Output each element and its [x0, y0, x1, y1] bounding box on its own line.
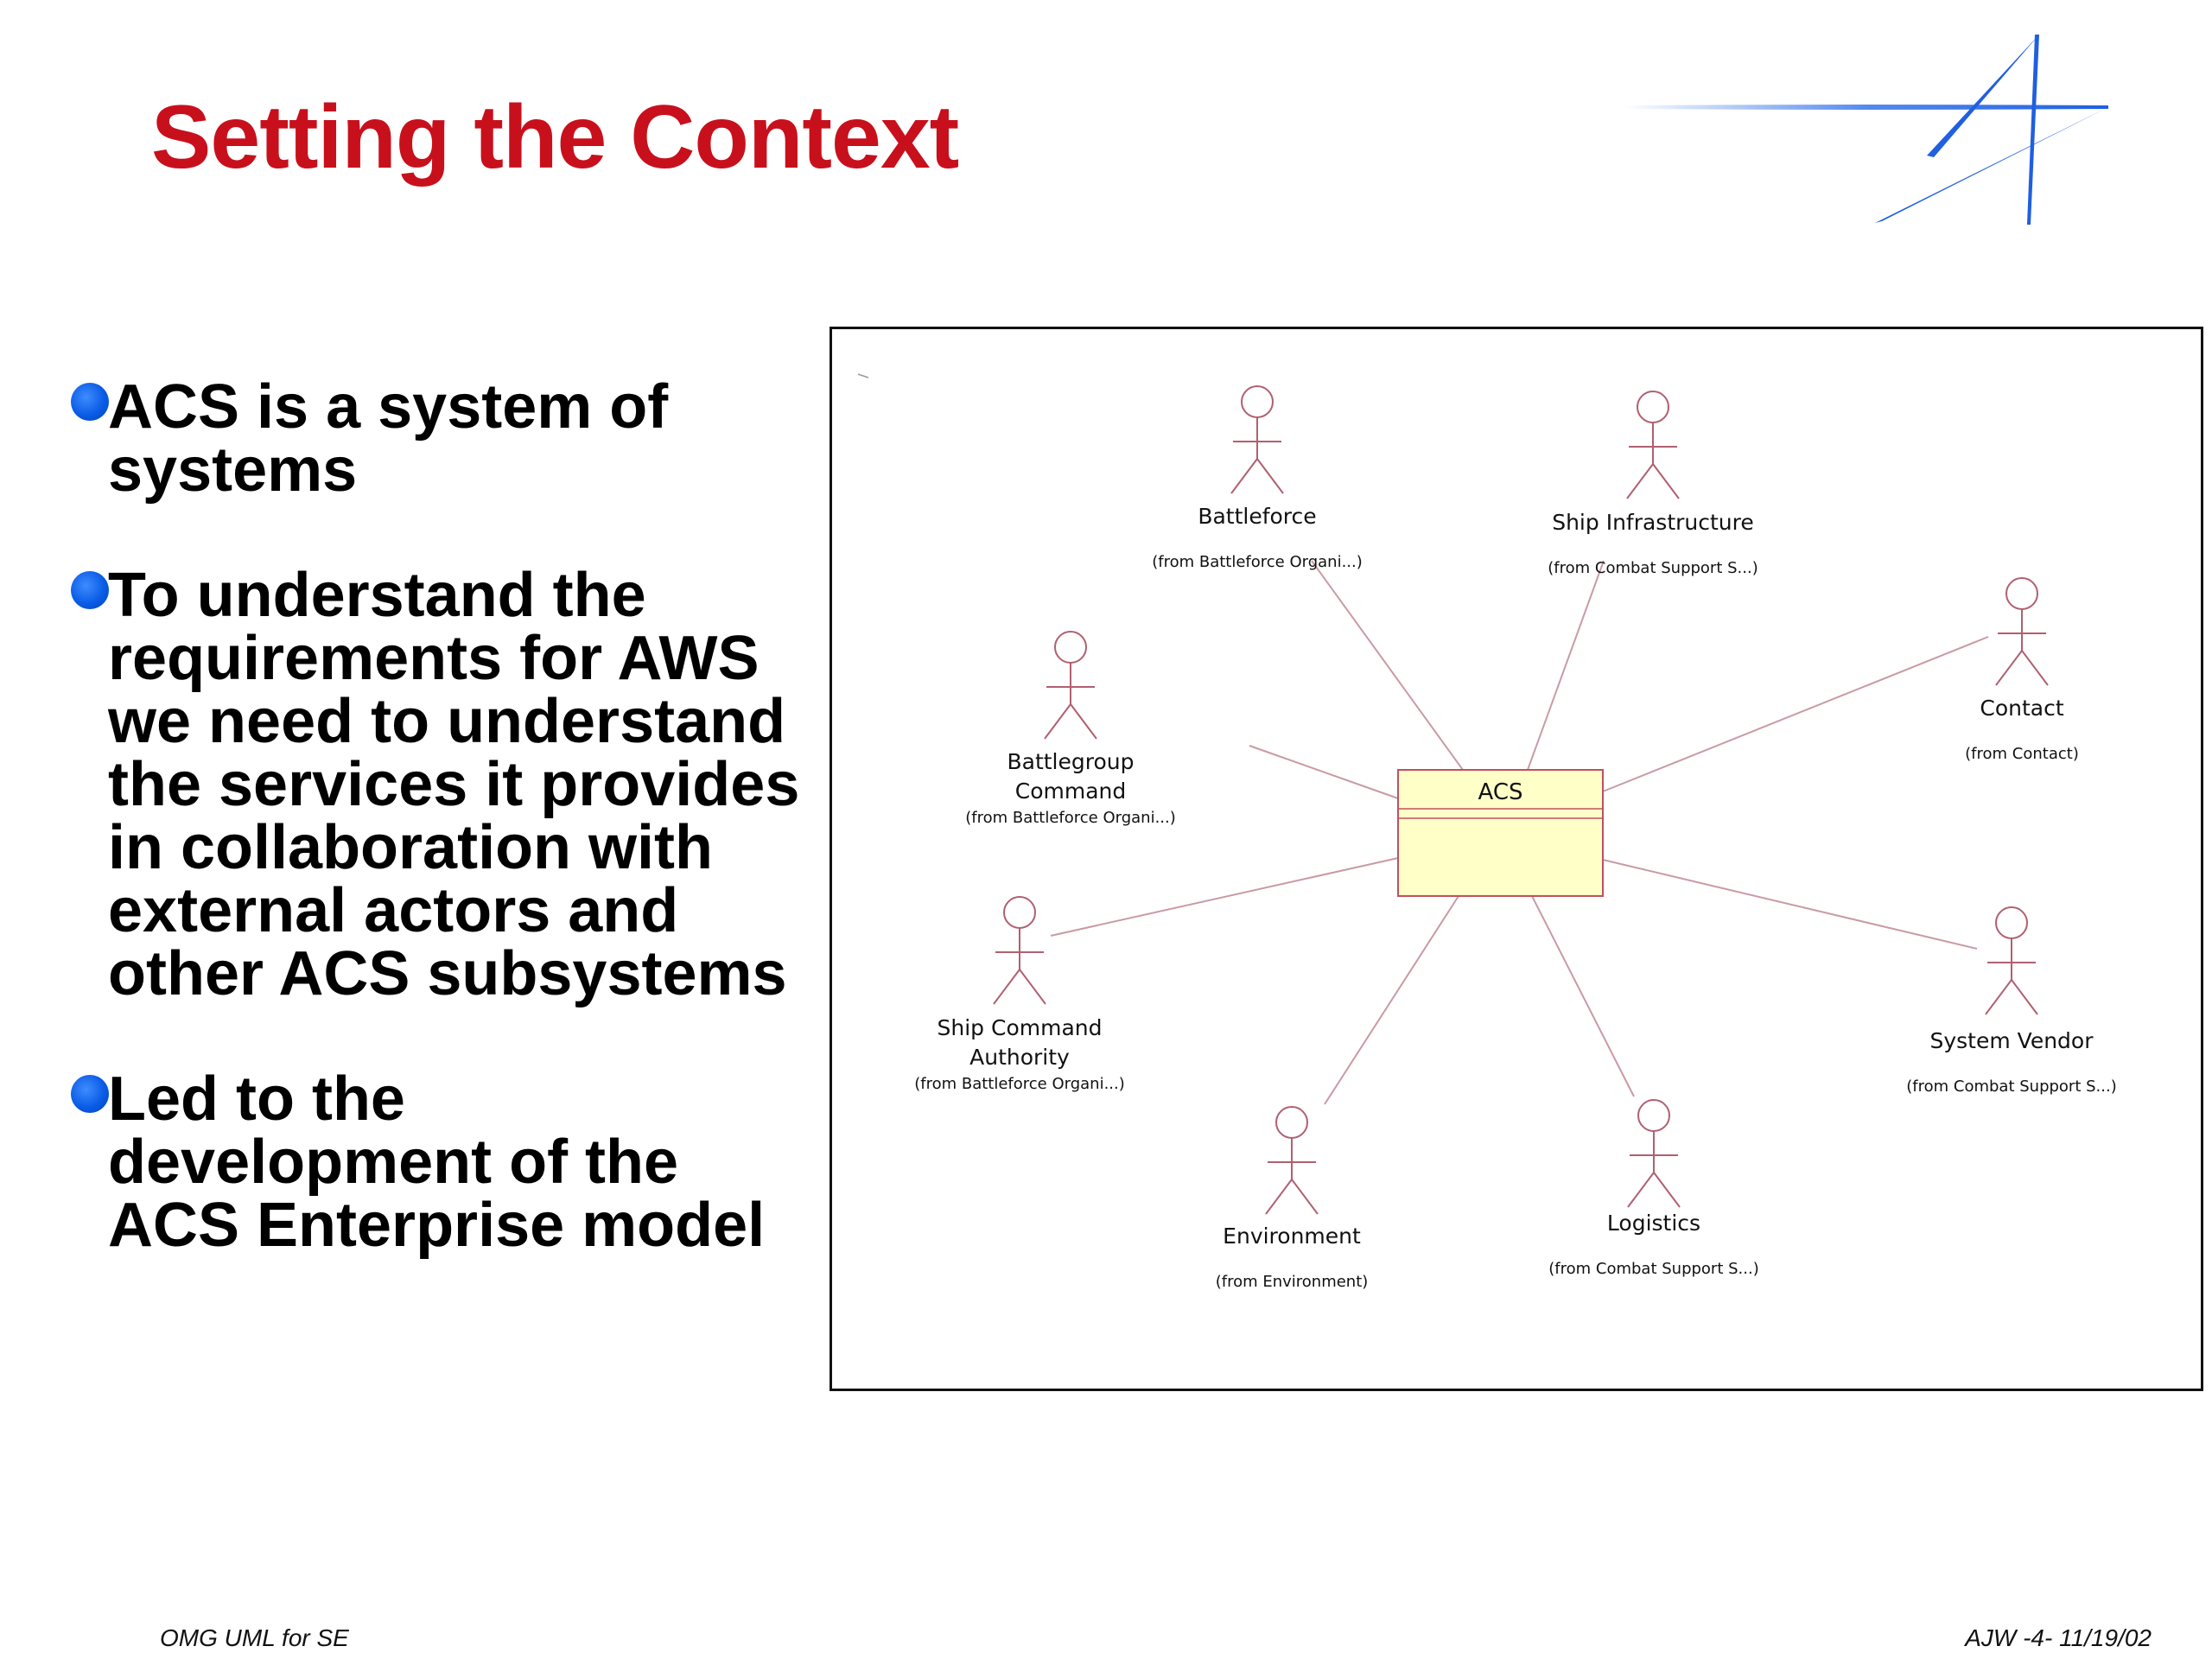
association-line-ship-command-authority	[1050, 857, 1399, 937]
actor-name-battlegroup-command: Battlegroup	[1007, 749, 1134, 774]
actor-leg-system-vendor	[1985, 979, 2012, 1015]
actor-leg-logistics	[1653, 1172, 1681, 1208]
bullet-dot-icon	[71, 1075, 109, 1113]
actor-leg-ship-command-authority	[1019, 969, 1046, 1005]
association-line-contact	[1602, 636, 1989, 792]
association-line-logistics	[1531, 895, 1635, 1097]
bullet-text: To understand the requirements for AWS w…	[108, 561, 800, 1008]
actor-name-environment: Environment	[1223, 1224, 1361, 1249]
actor-name-contact: Contact	[1980, 696, 2063, 721]
actor-leg-ship-infrastructure	[1626, 463, 1654, 499]
actor-origin-system-vendor: (from Combat Support S...)	[1906, 1077, 2116, 1096]
actor-origin-logistics: (from Combat Support S...)	[1548, 1260, 1758, 1278]
bullet-text: ACS is a system of systems	[108, 372, 669, 505]
actor-head-battlegroup-command	[1054, 631, 1087, 664]
company-star-logo	[1624, 35, 2108, 225]
association-line-environment	[1324, 895, 1459, 1105]
actor-name-battleforce: Battleforce	[1198, 504, 1316, 529]
actor-leg-logistics	[1627, 1172, 1655, 1208]
actor-head-system-vendor	[1995, 906, 2028, 939]
actor-name-logistics: Logistics	[1607, 1211, 1700, 1236]
actor-name-system-vendor: System Vendor	[1929, 1028, 2094, 1053]
actor-leg-battleforce	[1230, 458, 1258, 494]
diagram-mark	[857, 373, 869, 378]
association-line-battleforce	[1311, 560, 1464, 771]
bullet-list: ACS is a system of systems To understand…	[69, 376, 830, 1319]
association-line-battlegroup-command	[1249, 745, 1399, 799]
association-line-ship-infrastructure	[1527, 560, 1605, 771]
footer-left: OMG UML for SE	[160, 1624, 349, 1651]
bullet-item: Led to the development of the ACS Enterp…	[69, 1068, 830, 1257]
bullet-dot-icon	[71, 383, 109, 421]
actor-origin-ship-infrastructure: (from Combat Support S...)	[1548, 559, 1758, 577]
association-line-system-vendor	[1602, 859, 1978, 950]
actor-head-logistics	[1637, 1099, 1670, 1132]
actor-leg-battlegroup-command	[1044, 703, 1071, 740]
footer-right: AJW -4- 11/19/02	[1965, 1624, 2152, 1651]
bullet-dot-icon	[71, 571, 109, 609]
actor-origin-environment: (from Environment)	[1216, 1273, 1369, 1291]
slide-title: Setting the Context	[151, 87, 959, 188]
actor-leg-environment	[1291, 1179, 1319, 1215]
actor-leg-environment	[1265, 1179, 1293, 1215]
actor-leg-battleforce	[1256, 458, 1284, 494]
actor-leg-ship-command-authority	[993, 969, 1020, 1005]
actor-origin-battlegroup-command: (from Battleforce Organi...)	[965, 809, 1176, 827]
actor-origin-battleforce: (from Battleforce Organi...)	[1152, 553, 1363, 571]
actor-name-battlegroup-command: Command	[1015, 779, 1127, 804]
actor-head-contact	[2005, 577, 2038, 610]
actor-origin-contact: (from Contact)	[1965, 745, 2079, 763]
actor-origin-ship-command-authority: (from Battleforce Organi...)	[914, 1075, 1125, 1093]
actor-name-ship-command-authority: Ship Command	[938, 1015, 1103, 1040]
actor-leg-ship-infrastructure	[1652, 463, 1680, 499]
bullet-item: ACS is a system of systems	[69, 376, 830, 502]
bullet-item: To understand the requirements for AWS w…	[69, 564, 830, 1006]
use-case-context-diagram: ACS Battleforce (from Battleforce Organi..…	[830, 327, 2203, 1391]
diagram-canvas: ACS Battleforce (from Battleforce Organi..…	[857, 373, 2117, 1291]
actor-head-environment	[1275, 1106, 1308, 1139]
actor-leg-contact	[2021, 650, 2049, 686]
actor-leg-contact	[1995, 650, 2023, 686]
acs-class-name: ACS	[1478, 779, 1523, 805]
acs-class-box	[1397, 769, 1604, 897]
actor-head-ship-infrastructure	[1637, 391, 1669, 423]
actor-head-battleforce	[1241, 385, 1274, 418]
actor-name-ship-infrastructure: Ship Infrastructure	[1552, 510, 1754, 535]
bullet-text: Led to the development of the ACS Enterp…	[108, 1065, 766, 1260]
actor-head-ship-command-authority	[1003, 896, 1036, 929]
actor-leg-system-vendor	[2011, 979, 2038, 1015]
actor-name-ship-command-authority: Authority	[969, 1045, 1070, 1070]
actor-leg-battlegroup-command	[1070, 703, 1097, 740]
